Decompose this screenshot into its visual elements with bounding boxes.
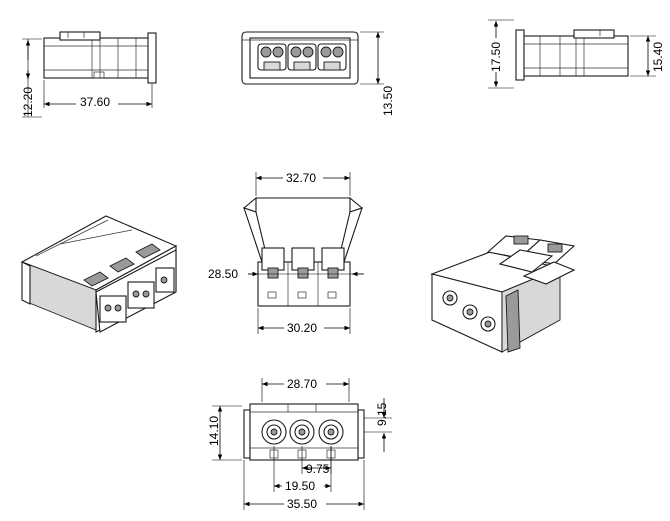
dim-text-front-height: 12.20 [21,87,35,117]
end-view-top [241,31,359,85]
dimension-plan-width: 32.70 [255,170,351,196]
dim-text-side-height-inner: 15.40 [651,42,665,72]
dim-text-plan-width: 32.70 [286,171,316,185]
side-elevation-view [515,29,629,81]
isometric-view-right [430,235,576,353]
dim-text-pitch-double: 19.50 [285,479,315,493]
dim-text-bottom-height: 14.10 [207,416,221,446]
dimension-front-length: 37.60 [43,80,153,109]
dimension-side-height-inner: 15.40 [630,35,665,77]
isometric-view-left [20,215,178,333]
dim-text-plan-inner-width: 30.20 [287,321,317,335]
dimension-overall-length: 35.50 [243,460,365,511]
dimension-front-height: 12.20 [21,38,42,118]
dim-text-bottom-width: 28.70 [287,377,317,391]
dimension-pitch-double: 19.50 [273,446,332,493]
dim-text-front-length: 37.60 [80,95,110,109]
dimension-bottom-offset: 9.15 [364,398,392,452]
dim-text-plan-depth: 28.50 [208,267,238,281]
dimension-plan-inner-width: 30.20 [257,308,351,335]
dimension-top-height: 13.50 [360,31,395,116]
dim-text-side-height-outer: 17.50 [489,42,503,72]
dim-text-pitch-single: 9.75 [306,462,330,476]
dimension-bottom-height: 14.10 [207,405,242,461]
dimension-side-height-outer: 17.50 [488,19,514,89]
plan-view [242,196,364,307]
dim-text-overall-length: 35.50 [287,497,317,511]
dim-text-top-height: 13.50 [381,86,395,116]
front-elevation-view [43,31,157,84]
dimension-bottom-width: 28.70 [261,376,350,402]
dim-text-bottom-offset: 9.15 [375,402,389,426]
dimension-plan-depth: 28.50 [208,267,364,281]
bottom-view [243,403,365,461]
